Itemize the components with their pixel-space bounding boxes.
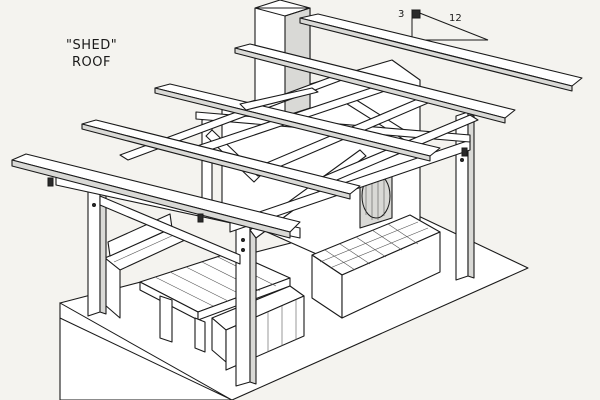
pitch-run-label: 12 bbox=[449, 13, 462, 24]
roof-pitch-indicator: 3 12 bbox=[398, 9, 489, 41]
post-front-center bbox=[235, 223, 257, 387]
pitch-rise-label: 3 bbox=[398, 9, 404, 20]
roof-purlins bbox=[11, 13, 583, 239]
front-lintel bbox=[239, 87, 319, 111]
bolt-details bbox=[47, 147, 468, 252]
title-line-1: "SHED" bbox=[66, 38, 117, 53]
tiled-hearth bbox=[311, 214, 441, 319]
title-line-2: ROOF bbox=[72, 55, 111, 70]
